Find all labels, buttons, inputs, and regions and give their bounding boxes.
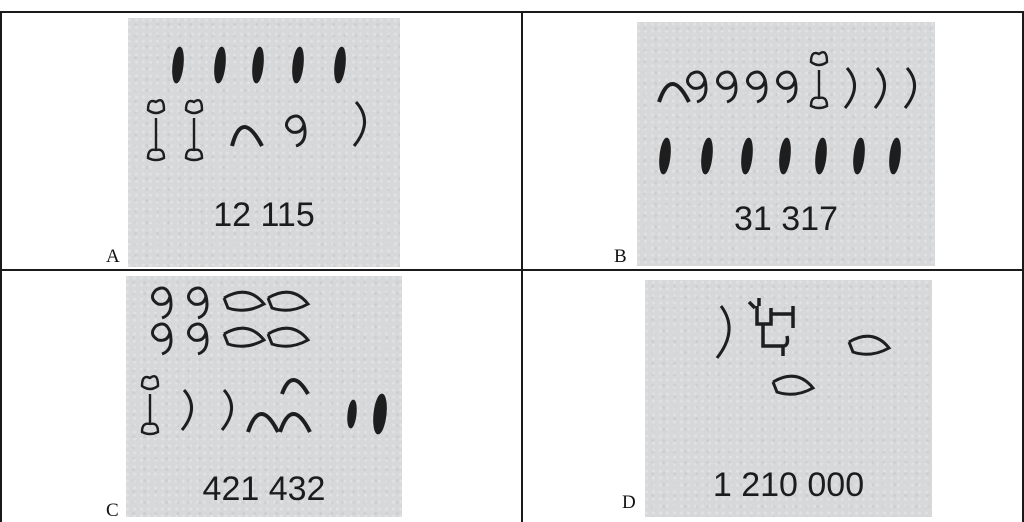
- panel-d-image: 1 210 000: [645, 280, 932, 517]
- panel-b-image: 31 317: [637, 22, 935, 266]
- grid-left-border: [0, 11, 2, 522]
- panel-a-value: 12 115: [128, 196, 400, 235]
- panel-c-image: 421 432: [126, 276, 402, 517]
- units-strokes: [658, 138, 902, 175]
- panel-b-letter: B: [614, 246, 627, 268]
- panel-d-letter: D: [622, 492, 636, 514]
- heel-bone-glyph: [232, 127, 262, 146]
- lotus-glyph: [811, 52, 827, 108]
- panel-a-image: 12 115: [128, 18, 400, 267]
- coil-rope-glyphs: [687, 72, 796, 102]
- panel-b-value: 31 317: [637, 200, 935, 239]
- units-strokes: [347, 393, 388, 434]
- grid-top-border: [0, 11, 1024, 13]
- angle-glyphs: [182, 390, 232, 430]
- heel-bone-glyphs: [248, 380, 310, 432]
- panel-d-value: 1 210 000: [645, 466, 932, 505]
- grid-middle-border: [0, 269, 1024, 271]
- units-strokes: [171, 47, 347, 84]
- coil-rope-glyph: [286, 116, 305, 146]
- angle-glyph: [354, 102, 365, 146]
- lotus-glyph: [142, 376, 158, 434]
- heel-bone-glyph: [659, 84, 689, 102]
- tadpole-glyphs: [224, 292, 308, 346]
- grid-center-divider: [521, 11, 523, 522]
- panel-a-letter: A: [106, 246, 120, 268]
- angle-glyphs: [845, 68, 915, 108]
- panel-c-value: 421 432: [126, 470, 402, 509]
- panel-c-letter: C: [106, 500, 119, 522]
- coil-rope-glyphs: [152, 288, 207, 354]
- kneeling-god-glyph: [749, 298, 793, 356]
- tadpole-glyphs: [773, 336, 889, 394]
- angle-glyph: [717, 306, 729, 358]
- lotus-glyphs: [148, 100, 202, 160]
